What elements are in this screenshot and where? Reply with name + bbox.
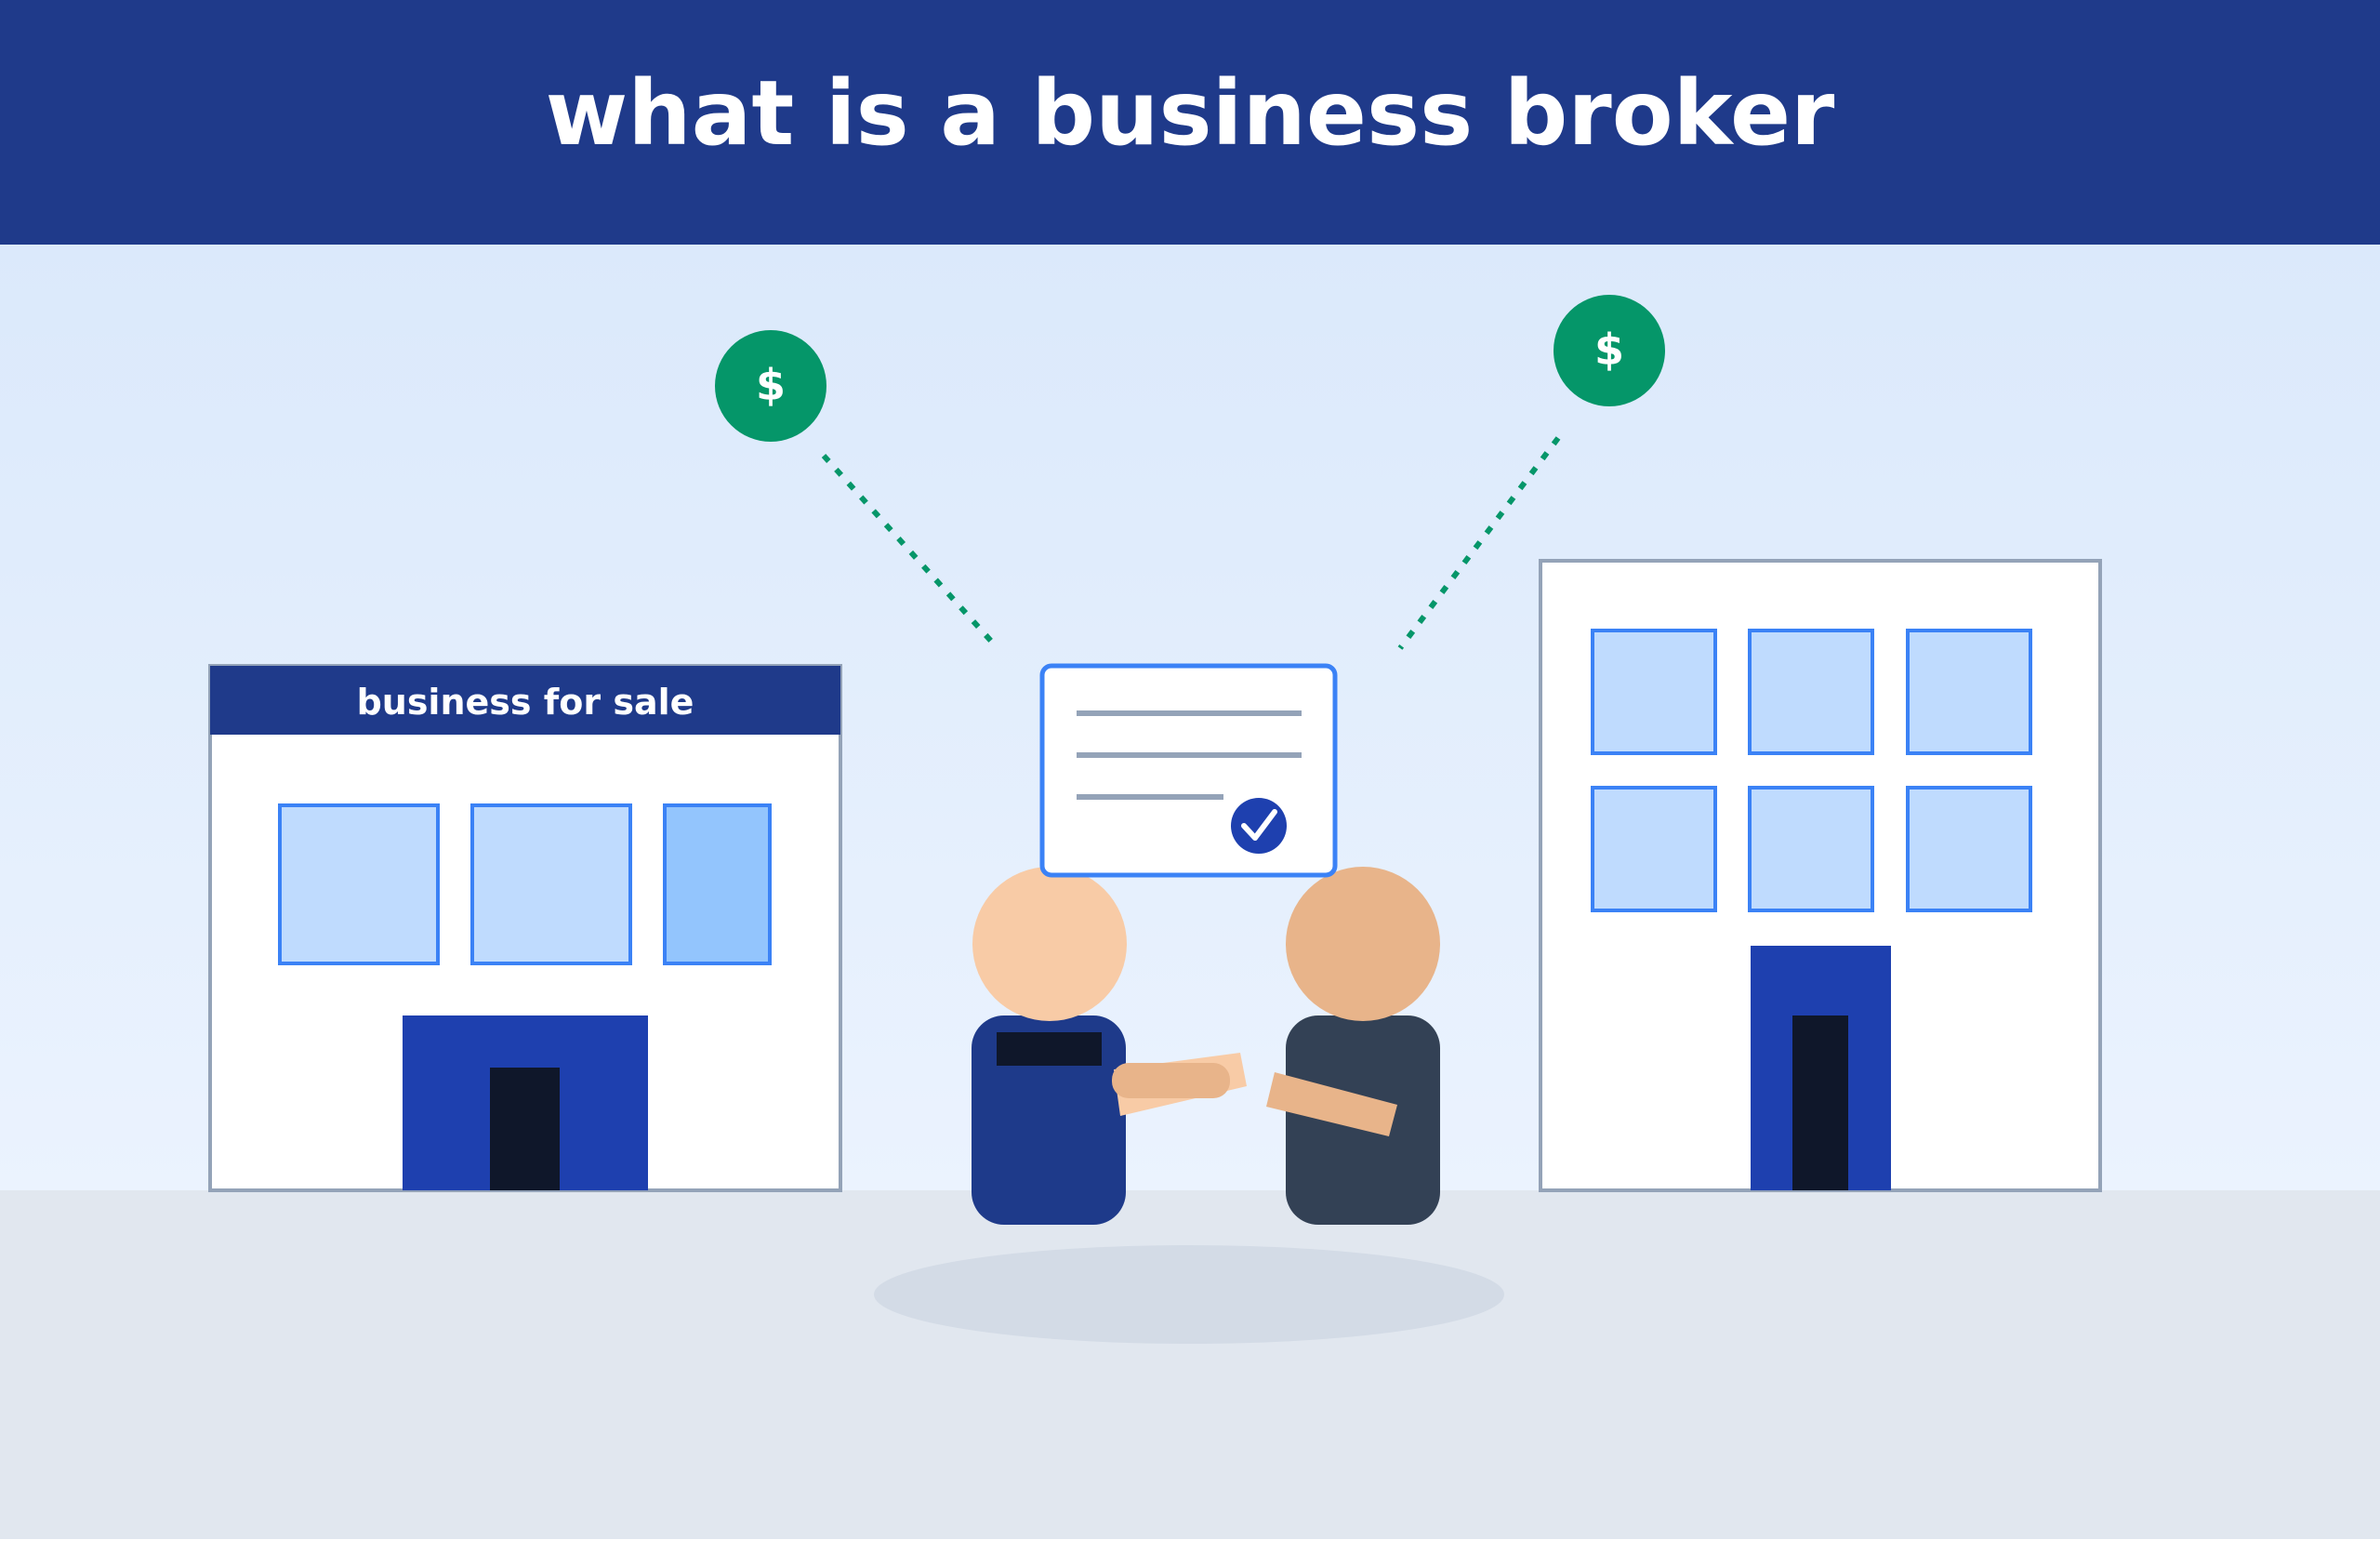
- window: [1906, 629, 2032, 755]
- window: [1906, 786, 2032, 912]
- door: [490, 1068, 560, 1190]
- dotted-connector-left: [821, 453, 1000, 651]
- buyer-building: [1539, 559, 2102, 1192]
- seller-person: [972, 867, 1247, 1225]
- window: [1591, 786, 1717, 912]
- window: [278, 803, 440, 965]
- dollar-symbol: $: [756, 360, 786, 410]
- seller-head: [972, 867, 1127, 1021]
- buyer-arm: [1266, 1072, 1397, 1136]
- window-highlighted: [663, 803, 772, 965]
- bottom-margin: [0, 1539, 2380, 1553]
- coin-left: $: [715, 330, 826, 442]
- window: [1591, 629, 1717, 755]
- dotted-connector-right: [1397, 436, 1561, 650]
- contract-document: [1039, 663, 1338, 878]
- dollar-coin-icon: [715, 330, 826, 442]
- contract-card: [1039, 663, 1338, 878]
- seller-building: business for sale: [208, 664, 842, 1192]
- dollar-symbol: $: [1594, 325, 1624, 375]
- for-sale-sign: [210, 666, 840, 735]
- title-banner: what is a business broker: [0, 0, 2380, 245]
- ground: [0, 1190, 2380, 1539]
- ground-shadow: [874, 1245, 1504, 1344]
- window: [1748, 786, 1874, 912]
- buyer-person: [1266, 867, 1440, 1225]
- dollar-coin-icon: [1554, 295, 1665, 406]
- window: [470, 803, 632, 965]
- door: [1792, 1015, 1848, 1190]
- page-title: what is a business broker: [545, 61, 1835, 166]
- window: [1748, 629, 1874, 755]
- for-sale-sign-text: business for sale: [357, 682, 694, 723]
- checkmark-icon: [1231, 798, 1287, 854]
- buyer-head: [1286, 867, 1440, 1021]
- seller-hand: [1112, 1063, 1230, 1098]
- coin-right: $: [1554, 295, 1665, 406]
- seller-collar: [997, 1032, 1102, 1066]
- checkmark-stroke: [1241, 809, 1277, 841]
- seller-body: [972, 1015, 1126, 1225]
